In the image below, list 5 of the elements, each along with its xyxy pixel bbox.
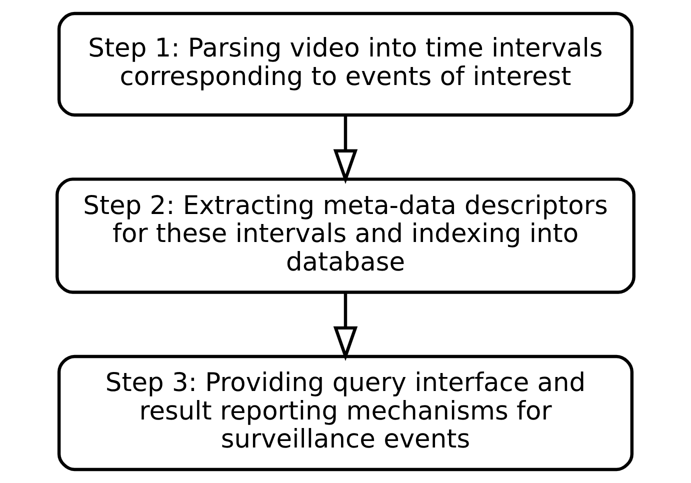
node-box: Step 3: Providing query interface and result reporting mechanisms for surveillance events: [57, 354, 634, 472]
node-box: Step 1: Parsing video into time intervals corresponding to events of interest: [57, 12, 634, 117]
arrow: [333, 292, 358, 362]
node-box: Step 2: Extracting meta-data descriptors for these intervals and indexing into database: [56, 178, 636, 294]
arrow: [333, 115, 358, 184]
